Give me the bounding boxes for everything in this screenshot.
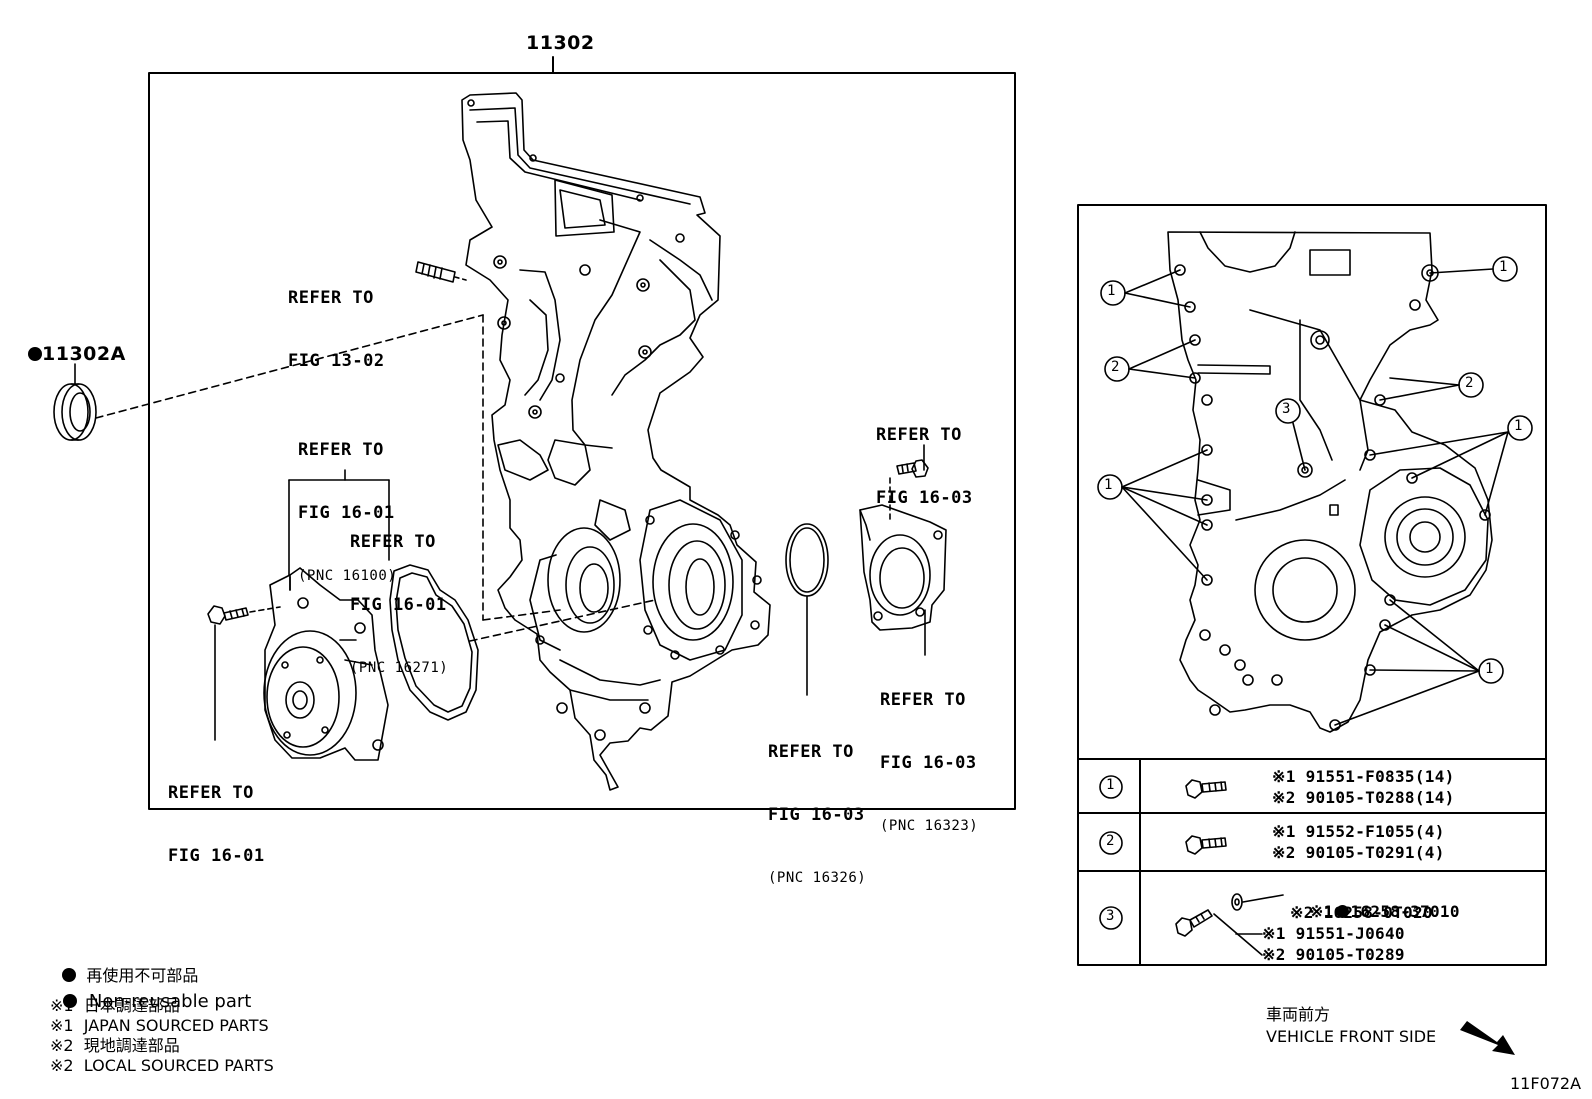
water-pump-drawing [207, 567, 656, 761]
ref-fig-16-03-pnc-16323[interactable]: REFER TO FIG 16-03 (PNC 16323) [880, 690, 979, 834]
o-ring-drawing [785, 523, 829, 597]
main-part-number[interactable]: 11302 [526, 32, 595, 54]
legend-non-reusable-en: Non-reusable part [52, 972, 251, 1012]
table-marker-2-circle [1099, 831, 1123, 855]
callout-1: 1 [1107, 283, 1116, 299]
table-marker-2: 2 [1106, 833, 1115, 849]
detail-callouts [1097, 256, 1533, 726]
non-reusable-icon [28, 347, 42, 361]
non-reusable-icon [62, 968, 77, 982]
bolt-icon [1185, 779, 1227, 799]
callout-2: 2 [1111, 359, 1120, 375]
row2-part-japan[interactable]: ※1 91552-F1055(4) [1272, 822, 1445, 841]
vehicle-front-en: VEHICLE FRONT SIDE [1266, 1027, 1437, 1046]
ref-fig-16-01-pnc-16100[interactable]: REFER TO FIG 16-01 (PNC 16100) [298, 440, 397, 584]
table-marker-3: 3 [1106, 908, 1115, 924]
callout-3: 3 [1282, 401, 1291, 417]
row2-part-local[interactable]: ※2 90105-T0291(4) [1272, 843, 1445, 862]
bolt-icon [1185, 835, 1227, 855]
legend-local-jp: ※2 現地調達部品 [50, 1036, 180, 1055]
detail-frame [1077, 204, 1547, 966]
pump-gasket-drawing [389, 564, 479, 721]
legend-non-reusable-jp: 再使用不可部品 [52, 946, 198, 986]
detail-cover-drawing [1167, 231, 1493, 733]
main-frame [148, 72, 1016, 810]
stud-bolt-drawing [415, 261, 467, 283]
table-marker-1-circle [1099, 775, 1123, 799]
ref-fig-16-01-pnc-16271[interactable]: REFER TO FIG 16-01 (PNC 16271) [350, 532, 449, 676]
table-marker-3-circle [1099, 906, 1123, 930]
row1-part-japan[interactable]: ※1 91551-F0835(14) [1272, 767, 1455, 786]
oil-seal-drawing [53, 314, 561, 621]
oil-seal-part-number[interactable]: 11302A [28, 343, 126, 365]
callout-2: 2 [1465, 375, 1474, 391]
row3-washer-local[interactable]: ※2 16258-0T020 [1290, 903, 1433, 922]
ref-fig-16-01-pump[interactable]: REFER TO FIG 16-01 [168, 783, 265, 866]
row3-bolt-local[interactable]: ※2 90105-T0289 [1262, 945, 1405, 964]
ref-fig-16-03-pnc-16326[interactable]: REFER TO FIG 16-03 (PNC 16326) [768, 742, 867, 886]
callout-1: 1 [1485, 661, 1494, 677]
ref-fig-13-02[interactable]: REFER TO FIG 13-02 [288, 288, 385, 371]
timing-chain-cover-drawing [461, 92, 771, 791]
figure-code: 11F072A [1510, 1074, 1582, 1093]
front-arrow-icon [1460, 1021, 1515, 1055]
bolt-icon [1175, 909, 1263, 956]
water-inlet-drawing [859, 444, 947, 656]
vehicle-front-jp: 車両前方 [1266, 1005, 1331, 1024]
legend-japan-en: ※1 JAPAN SOURCED PARTS [50, 1016, 269, 1035]
washer-icon [1231, 893, 1284, 911]
callout-1: 1 [1514, 418, 1523, 434]
table-marker-1: 1 [1106, 777, 1115, 793]
callout-1: 1 [1499, 259, 1508, 275]
legend-japan-jp: ※1 日本調達部品 [50, 996, 180, 1015]
row1-part-local[interactable]: ※2 90105-T0288(14) [1272, 788, 1455, 807]
callout-1: 1 [1104, 477, 1113, 493]
ref-bracket [288, 469, 390, 591]
non-reusable-icon [63, 994, 78, 1008]
legend-local-en: ※2 LOCAL SOURCED PARTS [50, 1056, 274, 1075]
row3-bolt-japan[interactable]: ※1 91551-J0640 [1262, 924, 1405, 943]
ref-fig-16-03-bolt[interactable]: REFER TO FIG 16-03 [876, 425, 973, 508]
non-reusable-icon [1335, 905, 1349, 918]
